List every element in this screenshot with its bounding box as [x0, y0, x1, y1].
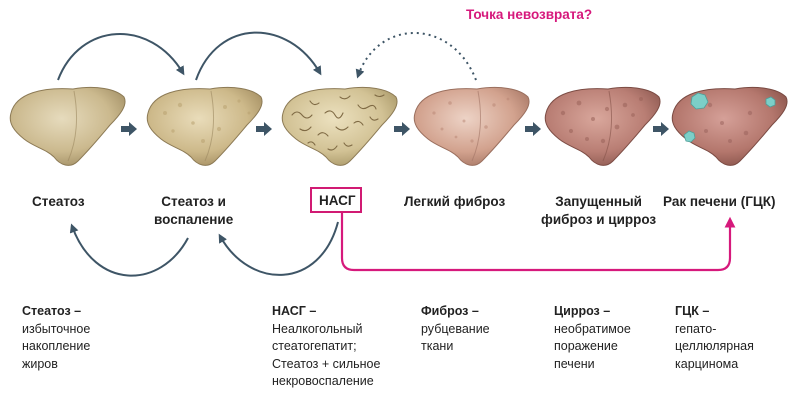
definition-term: Фиброз –	[421, 303, 490, 321]
liver-steatosis-image	[10, 87, 125, 165]
definition-steatosis: Стеатоз – избыточное накопление жиров	[22, 303, 90, 373]
definition-term: ГЦК –	[675, 303, 754, 321]
definition-term: Цирроз –	[554, 303, 631, 321]
tumor-nodule	[766, 97, 775, 107]
liver-cirrhosis-image	[545, 87, 660, 165]
definition-term: НАСГ –	[272, 303, 380, 321]
definition-fibrosis: Фиброз – рубцевание ткани	[421, 303, 490, 356]
stage-label-mild-fibrosis: Легкий фиброз	[404, 193, 505, 211]
stage-label-liver-cancer: Рак печени (ГЦК)	[663, 193, 775, 211]
liver-cancer-image	[672, 87, 787, 165]
point-of-no-return-label: Точка невозврата?	[466, 7, 592, 22]
curved-arrow-nash-back-to-inflammation	[220, 222, 338, 275]
dotted-arrow-fibrosis-to-nash	[358, 33, 476, 80]
stage-label-steatosis: Стеатоз	[32, 193, 85, 211]
liver-mild-fibrosis-image	[414, 87, 529, 165]
curved-arrow-inflammation-to-nash	[196, 33, 320, 80]
definition-hcc: ГЦК – гепато- целлюлярная карцинома	[675, 303, 754, 373]
definition-cirrhosis: Цирроз – необратимое поражение печени	[554, 303, 631, 373]
liver-nash-image	[282, 87, 397, 165]
stage-label-advanced-fibrosis-cirrhosis: Запущенный фиброз и цирроз	[541, 193, 656, 229]
definition-term: Стеатоз –	[22, 303, 90, 321]
curved-arrow-steatosis-to-inflammation	[58, 34, 183, 80]
liver-steatosis-inflammation-image	[147, 87, 262, 165]
pink-arrow-nash-to-cancer	[342, 213, 730, 270]
stage-label-steatosis-inflammation: Стеатоз и воспаление	[154, 193, 233, 229]
curved-arrow-inflammation-back-to-steatosis	[72, 226, 188, 276]
definition-nash: НАСГ – Неалкогольный стеатогепатит; Стеа…	[272, 303, 380, 391]
stage-label-nash: НАСГ	[319, 192, 356, 210]
